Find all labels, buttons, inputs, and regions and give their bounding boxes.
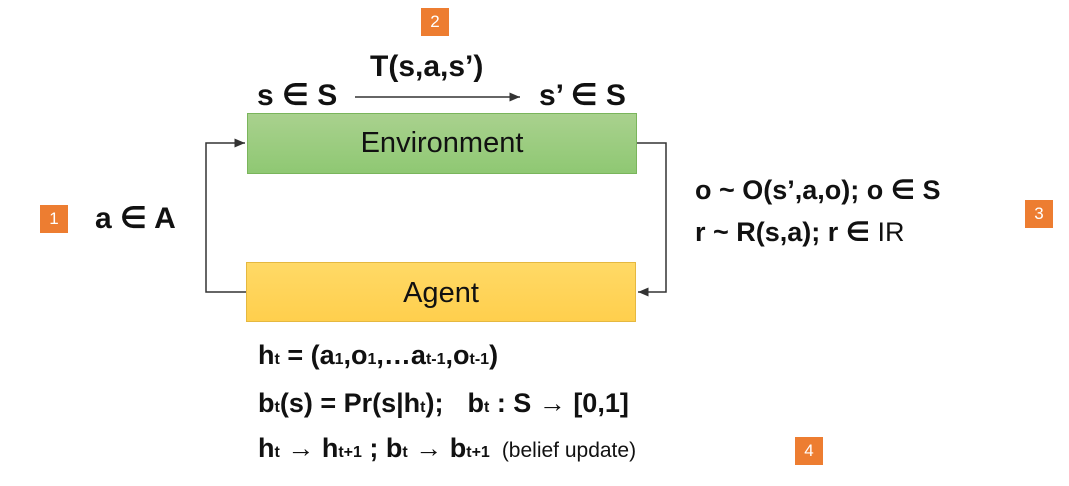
observation-label: o ~ O(s’,a,o); o ∈ S — [695, 175, 941, 205]
badge-3: 3 — [1025, 200, 1053, 228]
action-loop-line — [205, 138, 246, 293]
environment-box: Environment — [247, 113, 637, 174]
badge-4: 4 — [795, 437, 823, 465]
action-label: a ∈ A — [95, 202, 176, 235]
state-to-label: s’ ∈ S — [539, 79, 626, 112]
transition-function-label: T(s,a,s’) — [370, 50, 484, 83]
badge-2: 2 — [421, 8, 449, 36]
observation-loop-line — [637, 142, 667, 297]
agent-box: Agent — [246, 262, 636, 322]
belief-equation: bt(s) = Pr(s|ht);bt : S → [0,1] — [258, 388, 629, 418]
badge-1: 1 — [40, 205, 68, 233]
reward-label: r ~ R(s,a); r ∈ IR — [695, 217, 905, 247]
history-equation: ht = (a1,o1,…at-1,ot-1) — [258, 340, 499, 370]
state-from-label: s ∈ S — [257, 79, 338, 112]
belief-update-note: (belief update) — [501, 439, 637, 462]
update-equation: ht → ht+1 ; bt → bt+1(belief update) — [258, 433, 637, 463]
